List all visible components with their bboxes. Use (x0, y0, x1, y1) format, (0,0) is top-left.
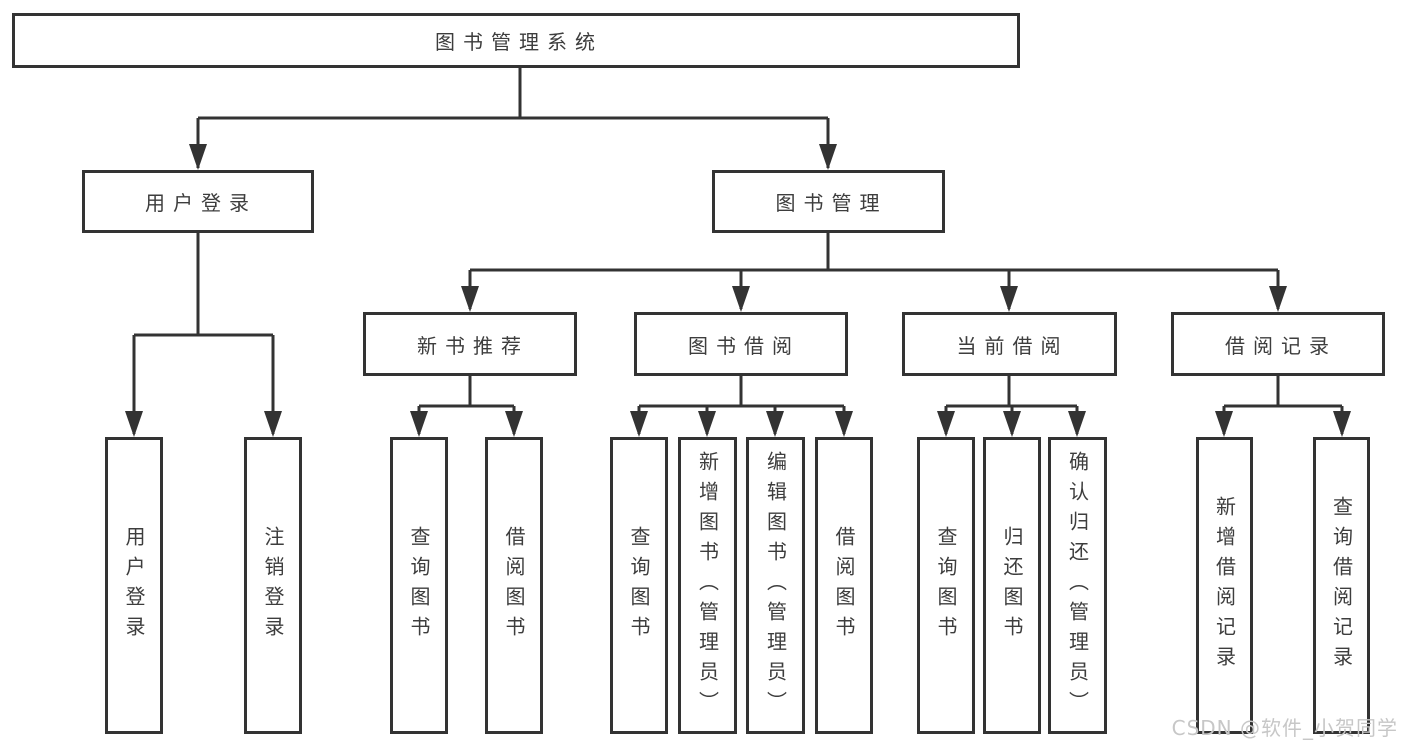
leaf-query-books-borrowing: 查询图书 (610, 437, 668, 734)
leaf-label: 归还图书 (1000, 525, 1024, 646)
leaf-label: 借阅图书 (832, 525, 856, 646)
leaf-label: 借阅图书 (502, 525, 526, 646)
leaf-confirm-return-admin: 确认归还（管理员） (1048, 437, 1107, 734)
leaf-logout: 注销登录 (244, 437, 302, 734)
node-book-borrowing: 图书借阅 (634, 312, 848, 376)
leaf-query-borrow-record: 查询借阅记录 (1313, 437, 1370, 734)
leaf-user-login: 用户登录 (105, 437, 163, 734)
watermark-text: CSDN @软件_小贺同学 (1171, 716, 1398, 740)
leaf-label: 查询图书 (627, 525, 651, 646)
leaf-label: 编辑图书（管理员） (763, 450, 788, 721)
leaf-label: 注销登录 (261, 525, 285, 646)
node-borrowing-records: 借阅记录 (1171, 312, 1385, 376)
leaf-query-books-current: 查询图书 (917, 437, 975, 734)
leaf-add-borrow-record: 新增借阅记录 (1196, 437, 1253, 734)
leaf-label: 确认归还（管理员） (1065, 450, 1090, 721)
node-user-login: 用户登录 (82, 170, 314, 233)
node-new-book-recommendation: 新书推荐 (363, 312, 577, 376)
leaf-add-book-admin: 新增图书（管理员） (678, 437, 737, 734)
node-book-management: 图书管理 (712, 170, 945, 233)
leaf-label: 查询图书 (934, 525, 958, 646)
node-library-management-system: 图书管理系统 (12, 13, 1020, 68)
leaf-edit-book-admin: 编辑图书（管理员） (746, 437, 805, 734)
leaf-borrow-books-recommend: 借阅图书 (485, 437, 543, 734)
arrowhead-icons (125, 144, 1351, 437)
leaf-label: 查询图书 (407, 525, 431, 646)
leaf-query-books-recommend: 查询图书 (390, 437, 448, 734)
leaf-label: 用户登录 (122, 525, 146, 646)
leaf-label: 新增图书（管理员） (695, 450, 720, 721)
leaf-borrow-books-borrowing: 借阅图书 (815, 437, 873, 734)
leaf-return-books: 归还图书 (983, 437, 1041, 734)
node-current-borrowing: 当前借阅 (902, 312, 1117, 376)
leaf-label: 查询借阅记录 (1329, 495, 1354, 676)
leaf-label: 新增借阅记录 (1212, 495, 1237, 676)
